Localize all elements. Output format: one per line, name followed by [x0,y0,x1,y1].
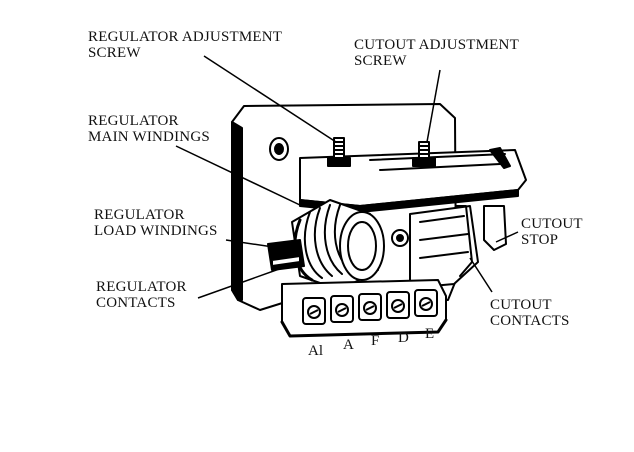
label-line: CONTACTS [96,295,176,311]
label-line: REGULATOR [88,113,179,129]
leader-lines [175,55,519,299]
label-line: CUTOUT [490,297,552,313]
label-cutout-contacts: CUTOUT CONTACTS [490,297,570,329]
label-line: LOAD WINDINGS [94,223,218,239]
label-line: CUTOUT ADJUSTMENT [354,37,519,53]
label-line: REGULATOR [94,207,185,223]
leader-cutout-contacts [469,257,493,293]
terminal-screw-slot [309,309,319,315]
terminal-label-e: E [425,326,435,342]
cutout-coil [409,205,479,289]
label-regulator-contacts: REGULATOR CONTACTS [96,279,187,311]
label-line: CONTACTS [490,313,570,329]
terminal-screw-slot [365,305,375,311]
label-line: STOP [521,232,559,248]
leader-regulator-load-windings [225,239,294,251]
terminal-screw-slot [393,303,403,309]
leader-cutout-stop [495,231,519,243]
terminal-label-d: D [398,330,409,346]
regulator-coil [291,199,385,291]
label-cutout-adjustment-screw: CUTOUT ADJUSTMENT SCREW [354,37,519,69]
leader-regulator-adjustment-screw [203,55,337,143]
label-regulator-load-windings: REGULATOR LOAD WINDINGS [94,207,218,239]
leader-regulator-main-windings [175,145,303,207]
label-regulator-adjustment-screw: REGULATOR ADJUSTMENT SCREW [88,29,282,61]
terminal-screws [302,289,438,325]
cutout-stop-tab [489,147,511,169]
label-line: MAIN WINDINGS [88,129,210,145]
label-cutout-stop: CUTOUT STOP [521,216,583,248]
label-regulator-main-windings: REGULATOR MAIN WINDINGS [88,113,210,145]
leader-regulator-contacts [197,267,283,299]
label-line: REGULATOR ADJUSTMENT [88,29,283,45]
cutout-adjustment-screw-shape [412,141,436,167]
label-line: SCREW [88,45,141,61]
terminal-label-f: F [371,333,380,349]
terminal-label-al: Al [308,343,323,359]
label-line: SCREW [354,53,407,69]
label-line: CUTOUT [521,216,583,232]
regulator-adjustment-screw-shape [327,137,351,167]
terminal-screw-slot [337,307,347,313]
terminal-screw-slot [421,301,431,307]
leader-cutout-adjustment-screw [426,69,441,143]
label-line: REGULATOR [96,279,187,295]
terminal-label-a: A [343,337,354,353]
plate-shadow [231,121,243,301]
